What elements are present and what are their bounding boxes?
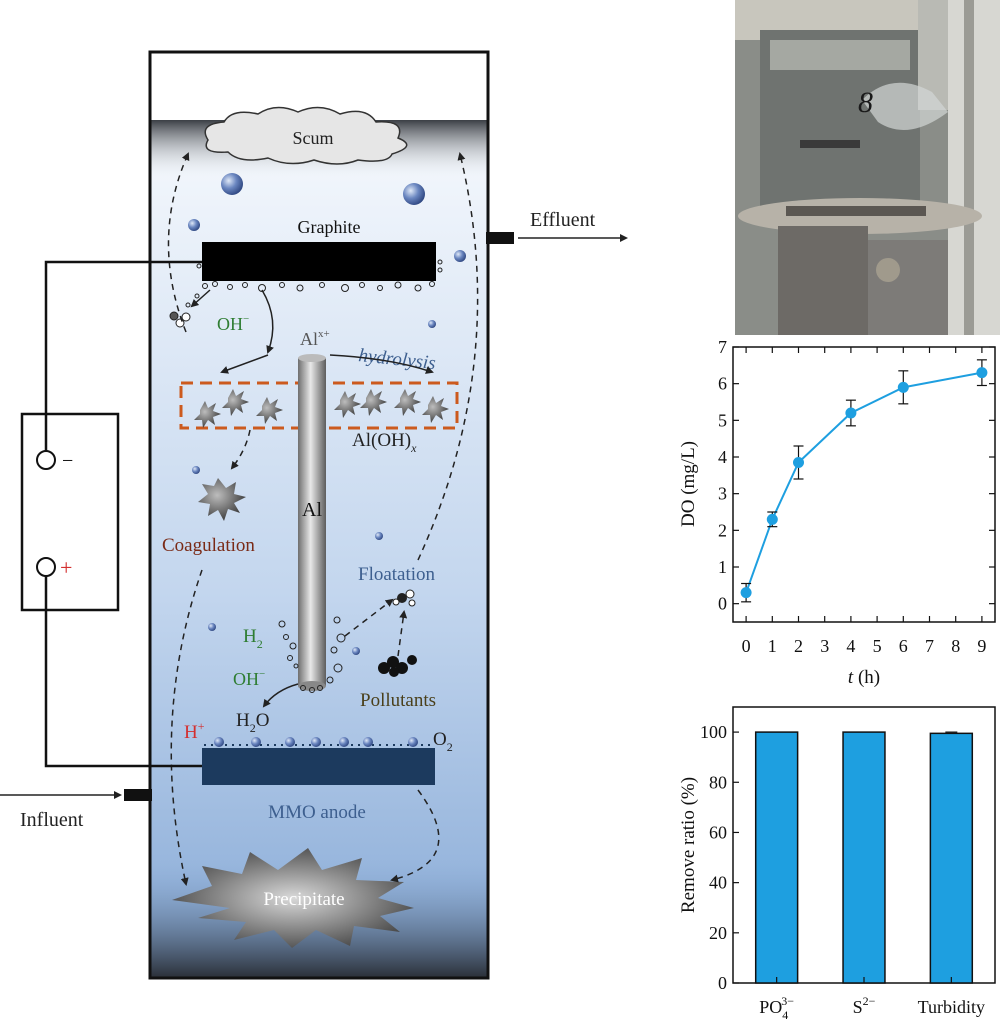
removal-x-tick-label: Turbidity [918, 997, 985, 1017]
coagulation-floc [198, 478, 246, 521]
graphite-label: Graphite [298, 217, 361, 237]
negative-terminal-sign: − [62, 450, 73, 472]
hydrogen-bubbles [278, 616, 346, 693]
effluent-port: Effluent [486, 209, 628, 244]
proton-label: H+ [184, 719, 205, 743]
pollutants-label: Pollutants [360, 690, 436, 711]
do-x-tick-label: 4 [846, 636, 855, 656]
do-x-tick-label: 6 [899, 636, 908, 656]
oxygen-label: O2 [433, 729, 453, 754]
al-ion-label: Alx+ [300, 328, 330, 349]
removal-chart-bars [754, 731, 974, 984]
do-x-tick-label: 5 [873, 636, 882, 656]
do-x-tick-label: 8 [951, 636, 960, 656]
do-data-point [845, 407, 857, 419]
water-label: H2O [236, 710, 269, 735]
floatation-label: Floatation [358, 564, 436, 585]
do-data-point [793, 457, 804, 468]
do-x-tick-label: 2 [794, 636, 803, 656]
removal-bar-chart: 0 20 40 60 80 100 PO43− S2− Turbidity Remove ra… [678, 706, 996, 1022]
aloh-label: Al(OH)x [352, 430, 417, 455]
removal-y-tick-label: 100 [700, 722, 727, 742]
removal-y-tick-label: 80 [709, 772, 727, 792]
removal-chart-x-labels: PO43− S2− Turbidity [759, 994, 985, 1022]
do-data-point [897, 381, 909, 393]
removal-y-tick-label: 60 [709, 822, 727, 842]
removal-x-tick-label: PO43− [759, 994, 794, 1022]
circuit-wires [44, 260, 202, 768]
do-x-tick-label: 1 [768, 636, 777, 656]
do-y-tick-label: 0 [718, 594, 727, 614]
do-y-tick-label: 4 [718, 447, 727, 467]
scum-cloud: Scum [204, 106, 408, 165]
do-chart-xlabel: t (h) [848, 667, 880, 688]
precipitate-label: Precipitate [263, 889, 344, 910]
do-chart-y-ticks: 0 1 2 3 4 5 6 7 [718, 337, 995, 614]
do-x-tick-label: 3 [820, 636, 829, 656]
do-y-tick-label: 6 [718, 374, 727, 394]
do-y-tick-label: 5 [718, 410, 727, 430]
positive-terminal-sign: + [60, 555, 72, 580]
do-chart-frame [732, 346, 996, 623]
do-data-point [766, 513, 778, 525]
do-chart-ylabel: DO (mg/L) [678, 441, 699, 527]
influent-port: Influent [0, 789, 152, 831]
removal-y-tick-label: 20 [709, 923, 727, 943]
do-x-tick-label: 9 [977, 636, 986, 656]
precipitate: Precipitate [172, 848, 414, 948]
removal-x-tick-label: S2− [853, 994, 876, 1017]
hydroxide-label-top: OH− [217, 313, 249, 334]
effluent-label: Effluent [530, 209, 596, 231]
do-data-point [976, 367, 988, 379]
do-series-line [745, 371, 983, 594]
do-chart-series [740, 359, 988, 603]
removal-y-tick-label: 40 [709, 873, 727, 893]
mmo-anode: MMO anode [202, 737, 435, 823]
al-rod-label: Al [302, 499, 322, 521]
removal-y-tick-label: 0 [718, 973, 727, 993]
removal-bar [754, 731, 799, 984]
floatation-floc [392, 589, 416, 607]
process-arrows [167, 152, 479, 886]
power-supply: − + [20, 412, 120, 612]
graphite-cathode: Graphite [185, 217, 443, 308]
do-data-point [740, 587, 752, 599]
gas-bubbles [188, 173, 466, 655]
do-x-tick-label: 7 [925, 636, 934, 656]
do-x-tick-label: 0 [742, 636, 751, 656]
hydrogen-label: H2 [243, 626, 263, 651]
hydroxide-label-bottom: OH− [233, 668, 265, 689]
removal-chart-y-ticks: 0 20 40 60 80 100 [700, 722, 739, 993]
aluminium-rod: Al [298, 354, 326, 691]
photo-tube-marking: 8 [858, 86, 873, 119]
do-y-tick-label: 7 [718, 337, 727, 357]
removal-bar [929, 732, 974, 984]
aloh-flocs [194, 389, 449, 428]
mmo-anode-label: MMO anode [268, 802, 366, 823]
do-y-tick-label: 2 [718, 520, 727, 540]
do-y-tick-label: 1 [718, 557, 727, 577]
scum-label: Scum [292, 128, 333, 148]
removal-chart-ylabel: Remove ratio (%) [678, 777, 699, 913]
reactor-photo: 8 [735, 0, 1000, 335]
removal-bar [842, 731, 886, 984]
coagulation-label: Coagulation [162, 535, 255, 556]
do-y-tick-label: 3 [718, 484, 727, 504]
pollutant-particles [378, 655, 417, 677]
influent-label: Influent [20, 809, 84, 831]
